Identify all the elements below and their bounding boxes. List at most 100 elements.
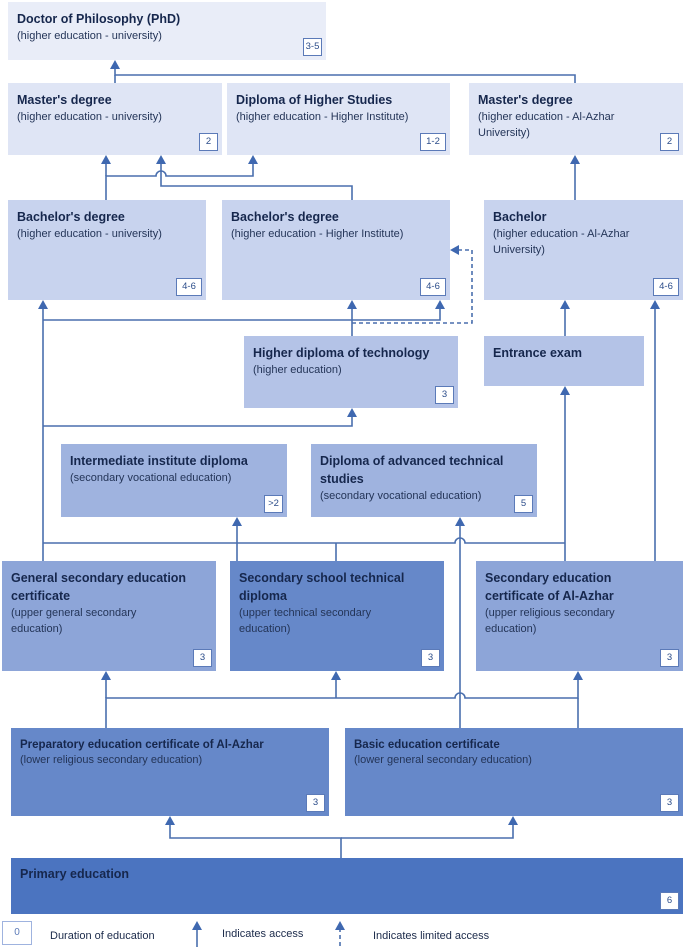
azhar-secondary-title: Secondary education certificate of Al-Az… — [485, 571, 614, 603]
general-secondary-subtitle: (upper general secondary education) — [11, 607, 137, 635]
masters-university-duration: 2 — [199, 133, 218, 151]
arrow-up-icon — [508, 816, 518, 825]
connector-line — [114, 62, 576, 83]
arrow-up-icon — [101, 671, 111, 680]
diploma-higher-studies-duration: 1-2 — [420, 133, 446, 151]
basic-education-title: Basic education certificate — [354, 739, 500, 751]
technical-secondary-box: Secondary school technical diploma (uppe… — [230, 561, 444, 671]
legend-duration-label: Duration of education — [50, 930, 155, 942]
masters-azhar-duration: 2 — [660, 133, 679, 151]
entrance-exam-box: Entrance exam — [484, 336, 644, 386]
bachelor-azhar-subtitle: (higher education - Al-Azhar University) — [493, 228, 630, 256]
masters-azhar-subtitle: (higher education - Al-Azhar University) — [478, 111, 615, 139]
higher-diploma-technology-subtitle: (higher education) — [253, 364, 342, 376]
intermediate-institute-duration: >2 — [264, 495, 283, 513]
masters-university-title: Master's degree — [17, 93, 112, 107]
advanced-technical-duration: 5 — [514, 495, 533, 513]
arrow-up-icon — [435, 300, 445, 309]
azhar-secondary-duration: 3 — [660, 649, 679, 667]
legend-limited-access-arrow-icon — [335, 921, 345, 947]
connector-line — [43, 308, 441, 321]
primary-education-box: Primary education 6 — [11, 858, 683, 914]
legend-access-label: Indicates access — [222, 928, 304, 940]
arrow-up-icon — [650, 300, 660, 309]
phd-title: Doctor of Philosophy (PhD) — [17, 12, 181, 26]
arrow-left-icon — [450, 245, 459, 255]
phd-duration: 3-5 — [303, 38, 322, 56]
higher-diploma-technology-title: Higher diploma of technology — [253, 346, 430, 360]
technical-secondary-subtitle: (upper technical secondary education) — [239, 607, 372, 635]
masters-azhar-title: Master's degree — [478, 93, 573, 107]
connector-line — [341, 824, 514, 839]
advanced-technical-box: Diploma of advanced technical studies (s… — [311, 444, 537, 517]
basic-education-duration: 3 — [660, 794, 679, 812]
arrow-up-icon — [560, 300, 570, 309]
arrow-up-icon — [455, 517, 465, 526]
arrow-up-icon — [347, 300, 357, 309]
advanced-technical-subtitle: (secondary vocational education) — [320, 490, 482, 502]
bachelor-institute-subtitle: (higher education - Higher Institute) — [231, 228, 404, 240]
legend-duration-sample: 0 — [2, 921, 32, 945]
azhar-preparatory-title: Preparatory education certificate of Al-… — [20, 739, 264, 751]
bachelor-azhar-title: Bachelor — [493, 210, 547, 224]
azhar-preparatory-subtitle: (lower religious secondary education) — [20, 754, 203, 766]
azhar-secondary-box: Secondary education certificate of Al-Az… — [476, 561, 683, 671]
diploma-higher-studies-title: Diploma of Higher Studies — [236, 93, 393, 107]
bachelor-institute-box: Bachelor's degree (higher education - Hi… — [222, 200, 450, 300]
bachelor-institute-title: Bachelor's degree — [231, 210, 339, 224]
azhar-preparatory-box: Preparatory education certificate of Al-… — [11, 728, 329, 816]
connector-line — [169, 824, 342, 858]
masters-university-subtitle: (higher education - university) — [17, 111, 162, 123]
phd-subtitle: (higher education - university) — [17, 30, 162, 42]
diploma-higher-studies-subtitle: (higher education - Higher Institute) — [236, 111, 409, 123]
higher-diploma-technology-duration: 3 — [435, 386, 454, 404]
connector-line — [160, 163, 353, 200]
arrow-up-icon — [248, 155, 258, 164]
advanced-technical-title: Diploma of advanced technical studies — [320, 454, 504, 486]
connector-line — [105, 679, 579, 728]
connector-line — [105, 163, 254, 200]
bachelor-azhar-box: Bachelor (higher education - Al-Azhar Un… — [484, 200, 683, 300]
arrow-up-icon — [165, 816, 175, 825]
basic-education-box: Basic education certificate (lower gener… — [345, 728, 683, 816]
bachelor-university-subtitle: (higher education - university) — [17, 228, 162, 240]
general-secondary-duration: 3 — [193, 649, 212, 667]
arrow-up-icon — [110, 60, 120, 69]
primary-education-duration: 6 — [660, 892, 679, 910]
arrow-up-icon — [347, 408, 357, 417]
arrow-up-icon — [101, 155, 111, 164]
arrow-up-icon — [560, 386, 570, 395]
technical-secondary-title: Secondary school technical diploma — [239, 571, 405, 603]
bachelor-university-box: Bachelor's degree (higher education - un… — [8, 200, 206, 300]
legend-limited-access-label: Indicates limited access — [373, 930, 490, 942]
arrow-up-icon — [232, 517, 242, 526]
intermediate-institute-title: Intermediate institute diploma — [70, 454, 248, 468]
connector-line — [352, 249, 473, 324]
bachelor-university-title: Bachelor's degree — [17, 210, 125, 224]
azhar-secondary-subtitle: (upper religious secondary education) — [485, 607, 615, 635]
diploma-higher-studies-box: Diploma of Higher Studies (higher educat… — [227, 83, 450, 155]
arrow-up-icon — [570, 155, 580, 164]
basic-education-subtitle: (lower general secondary education) — [354, 754, 532, 766]
arrow-up-icon — [573, 671, 583, 680]
azhar-preparatory-duration: 3 — [306, 794, 325, 812]
legend-access-arrow-icon — [192, 921, 202, 947]
technical-secondary-duration: 3 — [421, 649, 440, 667]
arrow-up-icon — [156, 155, 166, 164]
general-secondary-box: General secondary education certificate … — [2, 561, 216, 671]
bachelor-university-duration: 4-6 — [176, 278, 202, 296]
connector-line — [43, 416, 353, 427]
phd-box: Doctor of Philosophy (PhD) (higher educa… — [8, 2, 326, 60]
intermediate-institute-subtitle: (secondary vocational education) — [70, 472, 232, 484]
bachelor-azhar-duration: 4-6 — [653, 278, 679, 296]
arrow-up-icon — [331, 671, 341, 680]
entrance-exam-title: Entrance exam — [493, 346, 582, 360]
higher-diploma-technology-box: Higher diploma of technology (higher edu… — [244, 336, 458, 408]
primary-education-title: Primary education — [20, 867, 130, 881]
masters-azhar-box: Master's degree (higher education - Al-A… — [469, 83, 683, 155]
intermediate-institute-box: Intermediate institute diploma (secondar… — [61, 444, 287, 517]
bachelor-institute-duration: 4-6 — [420, 278, 446, 296]
masters-university-box: Master's degree (higher education - univ… — [8, 83, 222, 155]
general-secondary-title: General secondary education certificate — [11, 571, 187, 603]
